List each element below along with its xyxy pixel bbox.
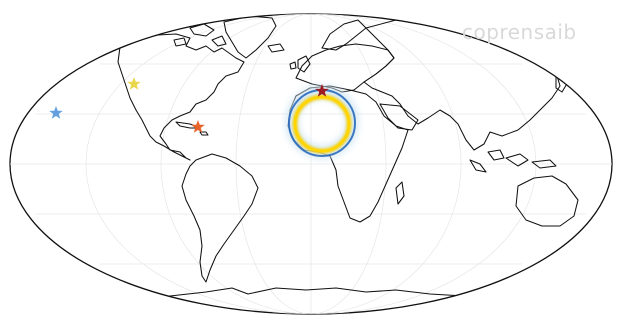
greenland-coast: [223, 15, 277, 59]
star-icon: [191, 120, 205, 133]
star-icon: [49, 106, 63, 119]
caribbean-coast: [199, 131, 209, 136]
star-markers: [49, 77, 329, 133]
indonesia-coast: [469, 159, 487, 173]
indonesia-coast: [505, 153, 529, 167]
indonesia-coast: [487, 149, 505, 161]
arabia-coast: [379, 103, 419, 131]
madagascar-coast: [395, 181, 405, 205]
watermark-text: coprensaib: [462, 20, 577, 44]
star-icon: [315, 84, 329, 97]
new-zealand-coast: [599, 217, 610, 239]
indonesia-coast: [531, 159, 557, 169]
south-america-coast: [181, 153, 259, 283]
british-isles-coast: [297, 55, 311, 73]
iceland-coast: [267, 43, 285, 53]
british-isles-coast: [289, 61, 297, 70]
antarctica-coast: [129, 287, 495, 305]
arctic-island-coast: [173, 37, 187, 47]
arctic-island-coast: [211, 35, 227, 47]
star-icon: [127, 77, 141, 90]
north-america-coast: [117, 33, 245, 161]
arctic-island-coast: [189, 23, 215, 37]
coastlines: [117, 15, 610, 305]
caribbean-coast: [175, 121, 201, 129]
australia-coast: [515, 175, 579, 227]
